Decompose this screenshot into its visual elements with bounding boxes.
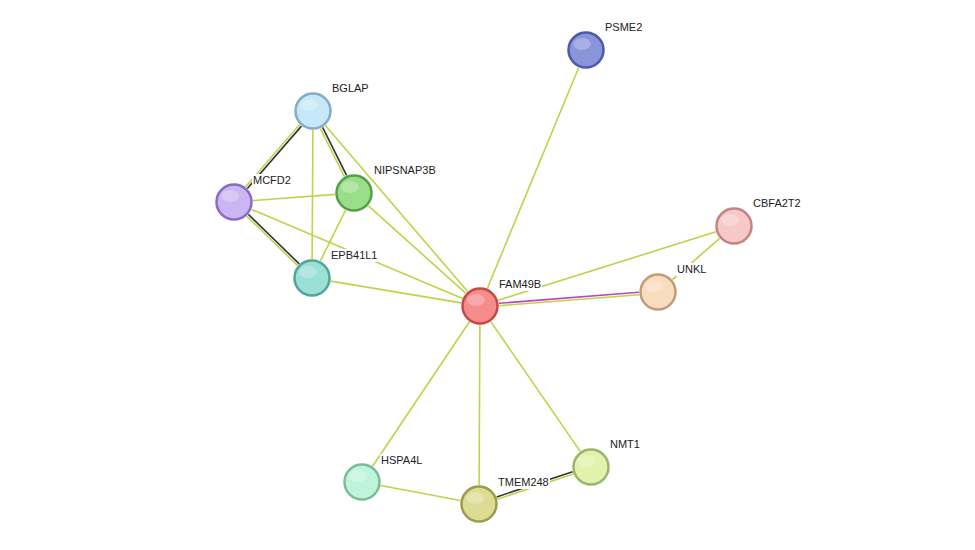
- edge-line: [497, 474, 573, 499]
- edge-line: [672, 238, 719, 279]
- node-circle: [294, 92, 332, 130]
- node-circle: [567, 31, 605, 69]
- node-circle: [460, 485, 498, 523]
- interaction-edge: [325, 125, 467, 291]
- interaction-edge: [312, 130, 314, 259]
- node-label: TMEM248: [497, 476, 550, 489]
- edge-line: [253, 194, 335, 200]
- protein-node: NMT1: [572, 448, 610, 486]
- edge-line: [373, 322, 470, 466]
- protein-node: UNKL: [639, 273, 677, 311]
- edge-line: [331, 281, 462, 303]
- interaction-edge: [381, 486, 461, 501]
- edge-line: [497, 472, 573, 497]
- protein-node: PSME2: [567, 31, 605, 69]
- interaction-edge: [373, 322, 470, 466]
- interaction-edge: [247, 214, 299, 265]
- node-label: UNKL: [676, 263, 707, 276]
- node-label: CBFA2T2: [752, 197, 802, 210]
- edge-line: [381, 486, 461, 501]
- protein-node: CBFA2T2: [715, 207, 753, 245]
- interaction-edge: [253, 194, 335, 200]
- node-circle: [715, 207, 753, 245]
- interaction-edge: [498, 232, 716, 301]
- interaction-edge: [479, 325, 481, 485]
- node-label: EPB41L1: [330, 249, 378, 262]
- protein-node: FAM49B: [461, 287, 499, 325]
- protein-node: NIPSNAP3B: [335, 174, 373, 212]
- protein-node: MCFD2: [215, 183, 253, 221]
- edge-line: [311, 130, 313, 259]
- edge-line: [320, 129, 344, 177]
- edge-line: [247, 216, 298, 265]
- interaction-edge: [487, 68, 578, 289]
- node-circle: [572, 448, 610, 486]
- edge-line: [325, 125, 467, 291]
- node-label: NMT1: [609, 438, 641, 451]
- node-label: HSPA4L: [380, 454, 423, 467]
- interaction-edge: [499, 292, 639, 305]
- edge-line: [487, 68, 578, 289]
- edge-line: [323, 127, 347, 175]
- protein-node: HSPA4L: [343, 463, 381, 501]
- edge-line: [499, 292, 639, 303]
- protein-node: BGLAP: [294, 92, 332, 130]
- edge-line: [491, 322, 580, 452]
- edge-line: [248, 214, 299, 263]
- node-circle: [335, 174, 373, 212]
- node-label: PSME2: [604, 21, 643, 34]
- node-label: FAM49B: [498, 278, 542, 291]
- interaction-edge: [331, 281, 462, 303]
- node-circle: [293, 259, 331, 297]
- node-circle: [639, 273, 677, 311]
- interaction-edge: [246, 125, 302, 189]
- interaction-edge: [497, 472, 574, 499]
- edge-line: [247, 126, 301, 188]
- node-circle: [461, 287, 499, 325]
- edge-line: [246, 125, 300, 187]
- node-label: MCFD2: [252, 174, 292, 187]
- interaction-edge: [491, 322, 580, 452]
- node-label: NIPSNAP3B: [373, 164, 437, 177]
- node-circle: [343, 463, 381, 501]
- edge-line: [478, 325, 480, 485]
- edge-line: [499, 295, 639, 306]
- protein-node: TMEM248: [460, 485, 498, 523]
- node-circle: [215, 183, 253, 221]
- node-label: BGLAP: [331, 82, 370, 95]
- protein-node: EPB41L1: [293, 259, 331, 297]
- edge-line: [498, 232, 716, 301]
- interaction-edge: [672, 238, 719, 279]
- interaction-edge: [320, 127, 346, 176]
